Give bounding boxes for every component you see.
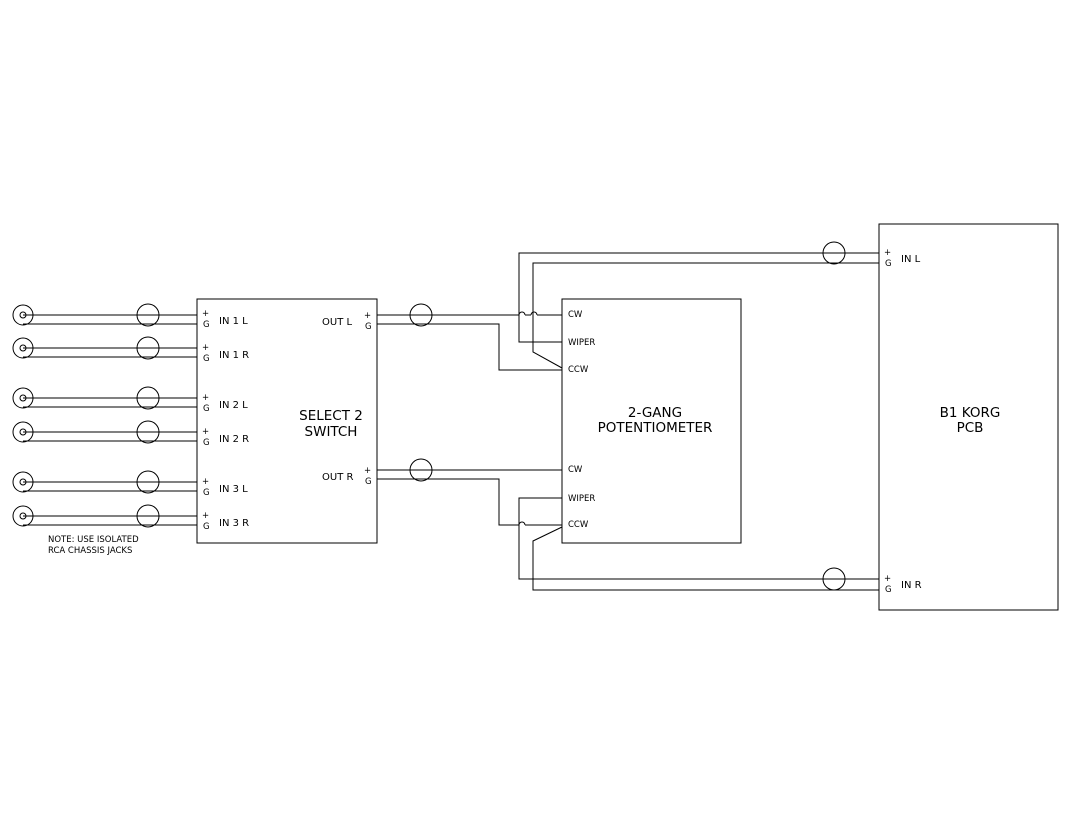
shield-loop bbox=[409, 458, 433, 482]
svg-text:G: G bbox=[203, 438, 210, 448]
pot-title-line1: 2-GANG bbox=[628, 405, 682, 421]
svg-text:+: + bbox=[364, 466, 371, 476]
switch-input-in-1-r: + G IN 1 R bbox=[202, 343, 249, 364]
switch-input-in-2-l: + G IN 2 L bbox=[202, 393, 248, 414]
svg-text:IN 1 R: IN 1 R bbox=[219, 350, 249, 361]
pot-pin-wiper-top: WIPER bbox=[568, 338, 595, 348]
switch-output-out-r: OUT R + G bbox=[322, 466, 372, 487]
pcb-input-in-r: + G IN R bbox=[884, 574, 922, 595]
shield-loop bbox=[822, 567, 846, 591]
svg-text:OUT R: OUT R bbox=[322, 472, 353, 483]
switch-input-in-3-l: + G IN 3 L bbox=[202, 477, 248, 498]
svg-text:+: + bbox=[364, 311, 371, 321]
svg-text:+: + bbox=[202, 309, 209, 319]
svg-text:+: + bbox=[202, 343, 209, 353]
svg-text:G: G bbox=[203, 354, 210, 364]
shield-loop bbox=[136, 504, 160, 528]
switch-title-line1: SELECT 2 bbox=[299, 408, 363, 424]
svg-text:IN L: IN L bbox=[901, 254, 921, 265]
switch-input-in-2-r: + G IN 2 R bbox=[202, 427, 249, 448]
shield-loop bbox=[822, 241, 846, 265]
shield-loop bbox=[136, 386, 160, 410]
svg-text:IN 1 L: IN 1 L bbox=[219, 316, 248, 327]
pot-pin-cw-bottom: CW bbox=[568, 465, 583, 475]
pcb-title-line1: B1 KORG bbox=[940, 405, 1001, 421]
svg-text:G: G bbox=[885, 585, 892, 595]
svg-text:+: + bbox=[202, 427, 209, 437]
svg-text:OUT L: OUT L bbox=[322, 317, 352, 328]
svg-text:G: G bbox=[365, 477, 372, 487]
shield-loop bbox=[136, 470, 160, 494]
switch-input-in-3-r: + G IN 3 R bbox=[202, 511, 249, 532]
svg-text:+: + bbox=[884, 574, 891, 584]
potentiometer-block bbox=[561, 298, 742, 544]
pot-title-line2: POTENTIOMETER bbox=[598, 420, 713, 436]
shield-loop bbox=[409, 303, 433, 327]
svg-text:+: + bbox=[884, 248, 891, 258]
svg-text:IN 2 L: IN 2 L bbox=[219, 400, 248, 411]
svg-text:+: + bbox=[202, 393, 209, 403]
svg-text:G: G bbox=[885, 259, 892, 269]
select-switch-block bbox=[196, 298, 378, 544]
switch-output-out-l: OUT L + G bbox=[322, 311, 372, 332]
shield-loop bbox=[136, 303, 160, 327]
svg-text:IN 3 R: IN 3 R bbox=[219, 518, 249, 529]
switch-title-line2: SWITCH bbox=[305, 424, 358, 440]
svg-text:IN 2 R: IN 2 R bbox=[219, 434, 249, 445]
pot-pin-wiper-bottom: WIPER bbox=[568, 494, 595, 504]
shield-loop bbox=[136, 420, 160, 444]
svg-text:IN 3 L: IN 3 L bbox=[219, 484, 248, 495]
shield-loop bbox=[136, 336, 160, 360]
svg-text:+: + bbox=[202, 511, 209, 521]
note-line2: RCA CHASSIS JACKS bbox=[48, 546, 132, 556]
svg-text:G: G bbox=[203, 404, 210, 414]
korg-pcb-block bbox=[878, 223, 1059, 611]
pcb-title-line2: PCB bbox=[957, 420, 984, 436]
svg-text:IN R: IN R bbox=[901, 580, 922, 591]
pot-pin-cw-top: CW bbox=[568, 310, 583, 320]
svg-text:G: G bbox=[203, 320, 210, 330]
pcb-input-in-l: + G IN L bbox=[884, 248, 921, 269]
pot-pin-ccw-top: CCW bbox=[568, 365, 589, 375]
note-line1: NOTE: USE ISOLATED bbox=[48, 535, 139, 545]
svg-text:G: G bbox=[203, 522, 210, 532]
svg-text:+: + bbox=[202, 477, 209, 487]
svg-text:G: G bbox=[203, 488, 210, 498]
pot-pin-ccw-bottom: CCW bbox=[568, 520, 589, 530]
switch-input-in-1-l: + G IN 1 L bbox=[202, 309, 248, 330]
svg-text:G: G bbox=[365, 322, 372, 332]
